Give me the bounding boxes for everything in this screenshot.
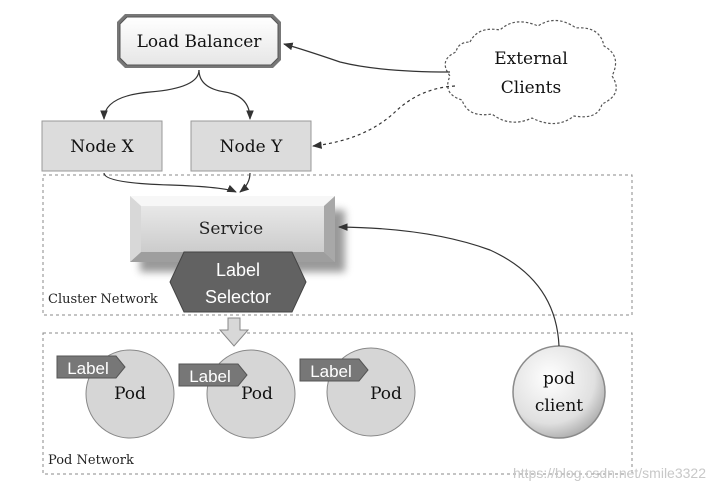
service-label: Service [199,219,263,239]
connectors [100,42,560,347]
pod-3-tag: Label [310,362,352,381]
external-clients-line2: Clients [501,78,561,98]
clients-to-node-y-arrow [312,85,456,149]
lb-to-node-x-arrow [100,69,200,120]
service: Service [130,196,345,272]
node-x-to-service-arrow [103,172,237,193]
node-y-to-service-arrow [239,172,251,193]
node-x-label: Node X [70,137,134,157]
pod-client-line2: client [535,396,583,416]
selector-down-arrow [218,317,250,347]
pod-3-label: Pod [370,384,402,404]
external-clients-line1: External [494,49,568,69]
load-balancer-label: Load Balancer [137,32,263,52]
pod-client-line1: pod [543,369,575,389]
label-selector: Label Selector [169,251,307,313]
label-selector-line1: Label [216,260,260,280]
clients-to-lb-arrow [283,42,451,73]
pod-1-label: Pod [114,384,146,404]
pod-1: Label Pod [56,349,175,439]
load-balancer: Load Balancer [117,14,281,68]
external-clients-cloud: External Clients [444,19,617,125]
pod-3: Label Pod [299,347,416,437]
pod-2-tag: Label [189,367,231,386]
pod-client: pod client [512,345,606,439]
pod-2: Label Pod [178,349,296,439]
lb-to-node-y-arrow [198,69,254,120]
label-selector-line2: Selector [205,287,271,307]
pod-1-tag: Label [67,359,109,378]
cluster-network-label: Cluster Network [48,292,158,307]
pod-network-region: Pod Network [42,332,633,475]
node-y: Node Y [190,120,312,172]
node-x: Node X [41,120,163,172]
pod-client-to-service-arrow [338,223,560,347]
cluster-network-region: Cluster Network [42,174,633,316]
pod-2-label: Pod [241,384,273,404]
pod-network-label: Pod Network [48,453,134,468]
node-y-label: Node Y [220,137,283,157]
watermark: https://blog.csdn.net/smile3322 [513,465,706,481]
